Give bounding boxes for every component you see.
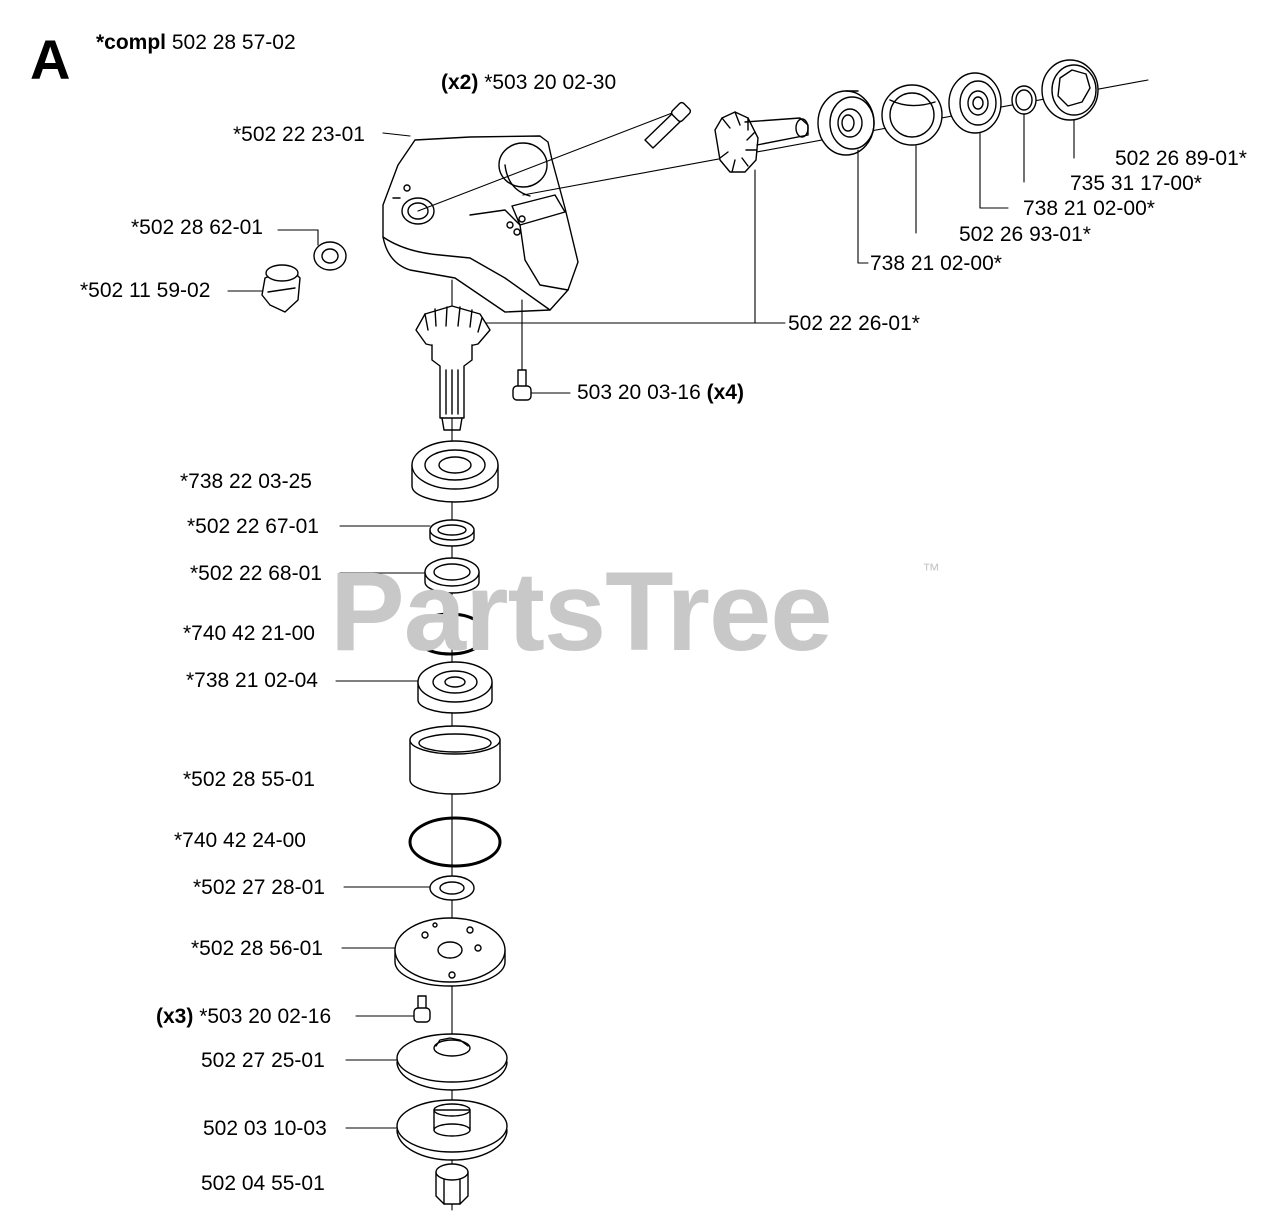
part-label-502-27-25-01[interactable]: 502 27 25-01 — [201, 1049, 325, 1072]
section-letter: A — [30, 28, 71, 91]
bushing-502-28-55-01[interactable] — [409, 725, 501, 795]
washer-502-27-28-01[interactable] — [429, 875, 475, 901]
pinion-gear-upper[interactable] — [714, 111, 809, 173]
part-label-735-31-17-00[interactable]: 735 31 17-00* — [1070, 172, 1202, 195]
o-ring-740-42-21-00[interactable] — [412, 612, 488, 656]
assembly-number-label: *compl 502 28 57-02 — [96, 31, 296, 54]
bolt-503-20-02-30[interactable] — [644, 101, 692, 149]
part-label-502-28-62-01[interactable]: *502 28 62-01 — [131, 216, 263, 239]
bearing-738-22-03-25[interactable] — [411, 440, 499, 503]
gear-housing[interactable] — [382, 135, 579, 313]
part-label-738-21-02-04[interactable]: *738 21 02-04 — [186, 669, 318, 692]
part-label-738-21-02-00-right[interactable]: 738 21 02-00* — [1023, 197, 1155, 220]
part-label-502-11-59-02[interactable]: *502 11 59-02 — [80, 279, 211, 302]
o-ring-740-42-24-00[interactable] — [408, 816, 502, 868]
part-label-502-22-26-01[interactable]: 502 22 26-01* — [788, 312, 920, 335]
circlip-735-31-17-00[interactable] — [1011, 85, 1037, 115]
part-label-740-42-24-00[interactable]: *740 42 24-00 — [174, 829, 306, 852]
part-label-502-04-55-01[interactable]: 502 04 55-01 — [201, 1172, 325, 1195]
screw-503-20-03-16[interactable] — [512, 369, 532, 401]
part-label-502-27-28-01[interactable]: *502 27 28-01 — [193, 876, 325, 899]
bearing-738-21-02-00-right[interactable] — [948, 72, 1002, 134]
part-label-502-28-56-01[interactable]: *502 28 56-01 — [191, 937, 323, 960]
part-label-740-42-21-00[interactable]: *740 42 21-00 — [183, 622, 315, 645]
nut-502-04-55-01[interactable] — [435, 1163, 469, 1205]
part-label-502-28-55-01[interactable]: *502 28 55-01 — [183, 768, 315, 791]
bevel-gear-shaft[interactable] — [415, 305, 491, 431]
flange-502-28-56-01[interactable] — [394, 917, 506, 987]
stack-leader-lines — [335, 525, 431, 1129]
part-label-502-22-67-01[interactable]: *502 22 67-01 — [187, 515, 319, 538]
trademark-symbol: ™ — [922, 560, 940, 580]
part-label-738-21-02-00-left[interactable]: 738 21 02-00* — [870, 252, 1002, 275]
bearing-738-21-02-00-left[interactable] — [817, 90, 875, 156]
part-label-502-22-23-01[interactable]: *502 22 23-01 — [233, 123, 365, 146]
screw-503-20-02-16[interactable] — [413, 995, 431, 1023]
support-cup-502-03-10-03[interactable] — [396, 1099, 508, 1161]
part-label-502-03-10-03[interactable]: 502 03 10-03 — [203, 1117, 327, 1140]
part-label-502-22-68-01[interactable]: *502 22 68-01 — [190, 562, 322, 585]
part-label-503-20-03-16[interactable]: 503 20 03-16 (x4) — [577, 381, 744, 404]
bearing-738-21-02-04[interactable] — [417, 661, 493, 714]
nut-502-26-89-01[interactable] — [1041, 59, 1099, 121]
sleeve-502-26-93-01[interactable] — [881, 84, 943, 146]
watermark: PartsTree — [330, 549, 833, 674]
part-label-502-26-89-01[interactable]: 502 26 89-01* — [1115, 147, 1247, 170]
washer-502-28-62-01[interactable] — [313, 241, 347, 271]
part-label-738-22-03-25[interactable]: *738 22 03-25 — [180, 470, 312, 493]
part-label-503-20-02-30[interactable]: (x2) *503 20 02-30 — [441, 71, 617, 94]
part-label-502-26-93-01[interactable]: 502 26 93-01* — [959, 223, 1091, 246]
spacer-502-22-67-01[interactable] — [429, 519, 475, 547]
support-cup-502-27-25-01[interactable] — [396, 1033, 508, 1091]
part-label-503-20-02-16[interactable]: (x3) *503 20 02-16 — [156, 1005, 332, 1028]
plug-502-11-59-02[interactable] — [261, 264, 301, 313]
collar-502-22-68-01[interactable] — [424, 557, 480, 594]
right-side-leader-lines — [227, 113, 1075, 394]
